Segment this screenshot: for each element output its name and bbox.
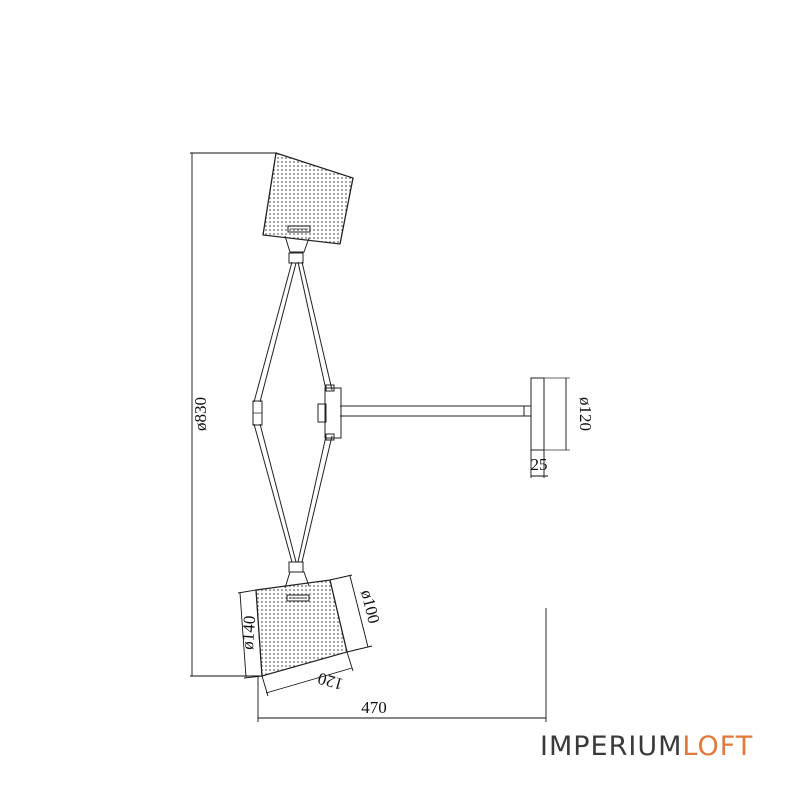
brand-logo: IMPERIUMLOFT bbox=[540, 731, 753, 762]
shade-bottom-dimension: ø140 bbox=[238, 589, 263, 679]
base-depth-label: 25 bbox=[531, 455, 548, 474]
shade-height-label: 120 bbox=[316, 669, 346, 694]
brand-logo-part1: IMPERIUM bbox=[540, 731, 683, 762]
base-diameter-dimension: ø120 bbox=[565, 378, 595, 450]
scissor-arm bbox=[252, 252, 333, 573]
shade-bottom-label: ø140 bbox=[238, 615, 259, 650]
upper-lamp-shade bbox=[262, 152, 354, 253]
width-dimension-label: 470 bbox=[361, 698, 387, 717]
center-joint bbox=[317, 384, 342, 441]
wall-mount-plate bbox=[530, 377, 570, 451]
base-depth-dimension: 25 bbox=[531, 450, 548, 478]
height-dimension-label: ø830 bbox=[191, 397, 210, 431]
height-dimension: ø830 bbox=[190, 152, 276, 677]
width-dimension: 470 bbox=[257, 608, 547, 722]
base-diameter-label: ø120 bbox=[576, 397, 595, 431]
brand-logo-part2: LOFT bbox=[682, 731, 754, 762]
horizontal-arm bbox=[340, 405, 532, 417]
lower-lamp-shade bbox=[255, 571, 348, 677]
